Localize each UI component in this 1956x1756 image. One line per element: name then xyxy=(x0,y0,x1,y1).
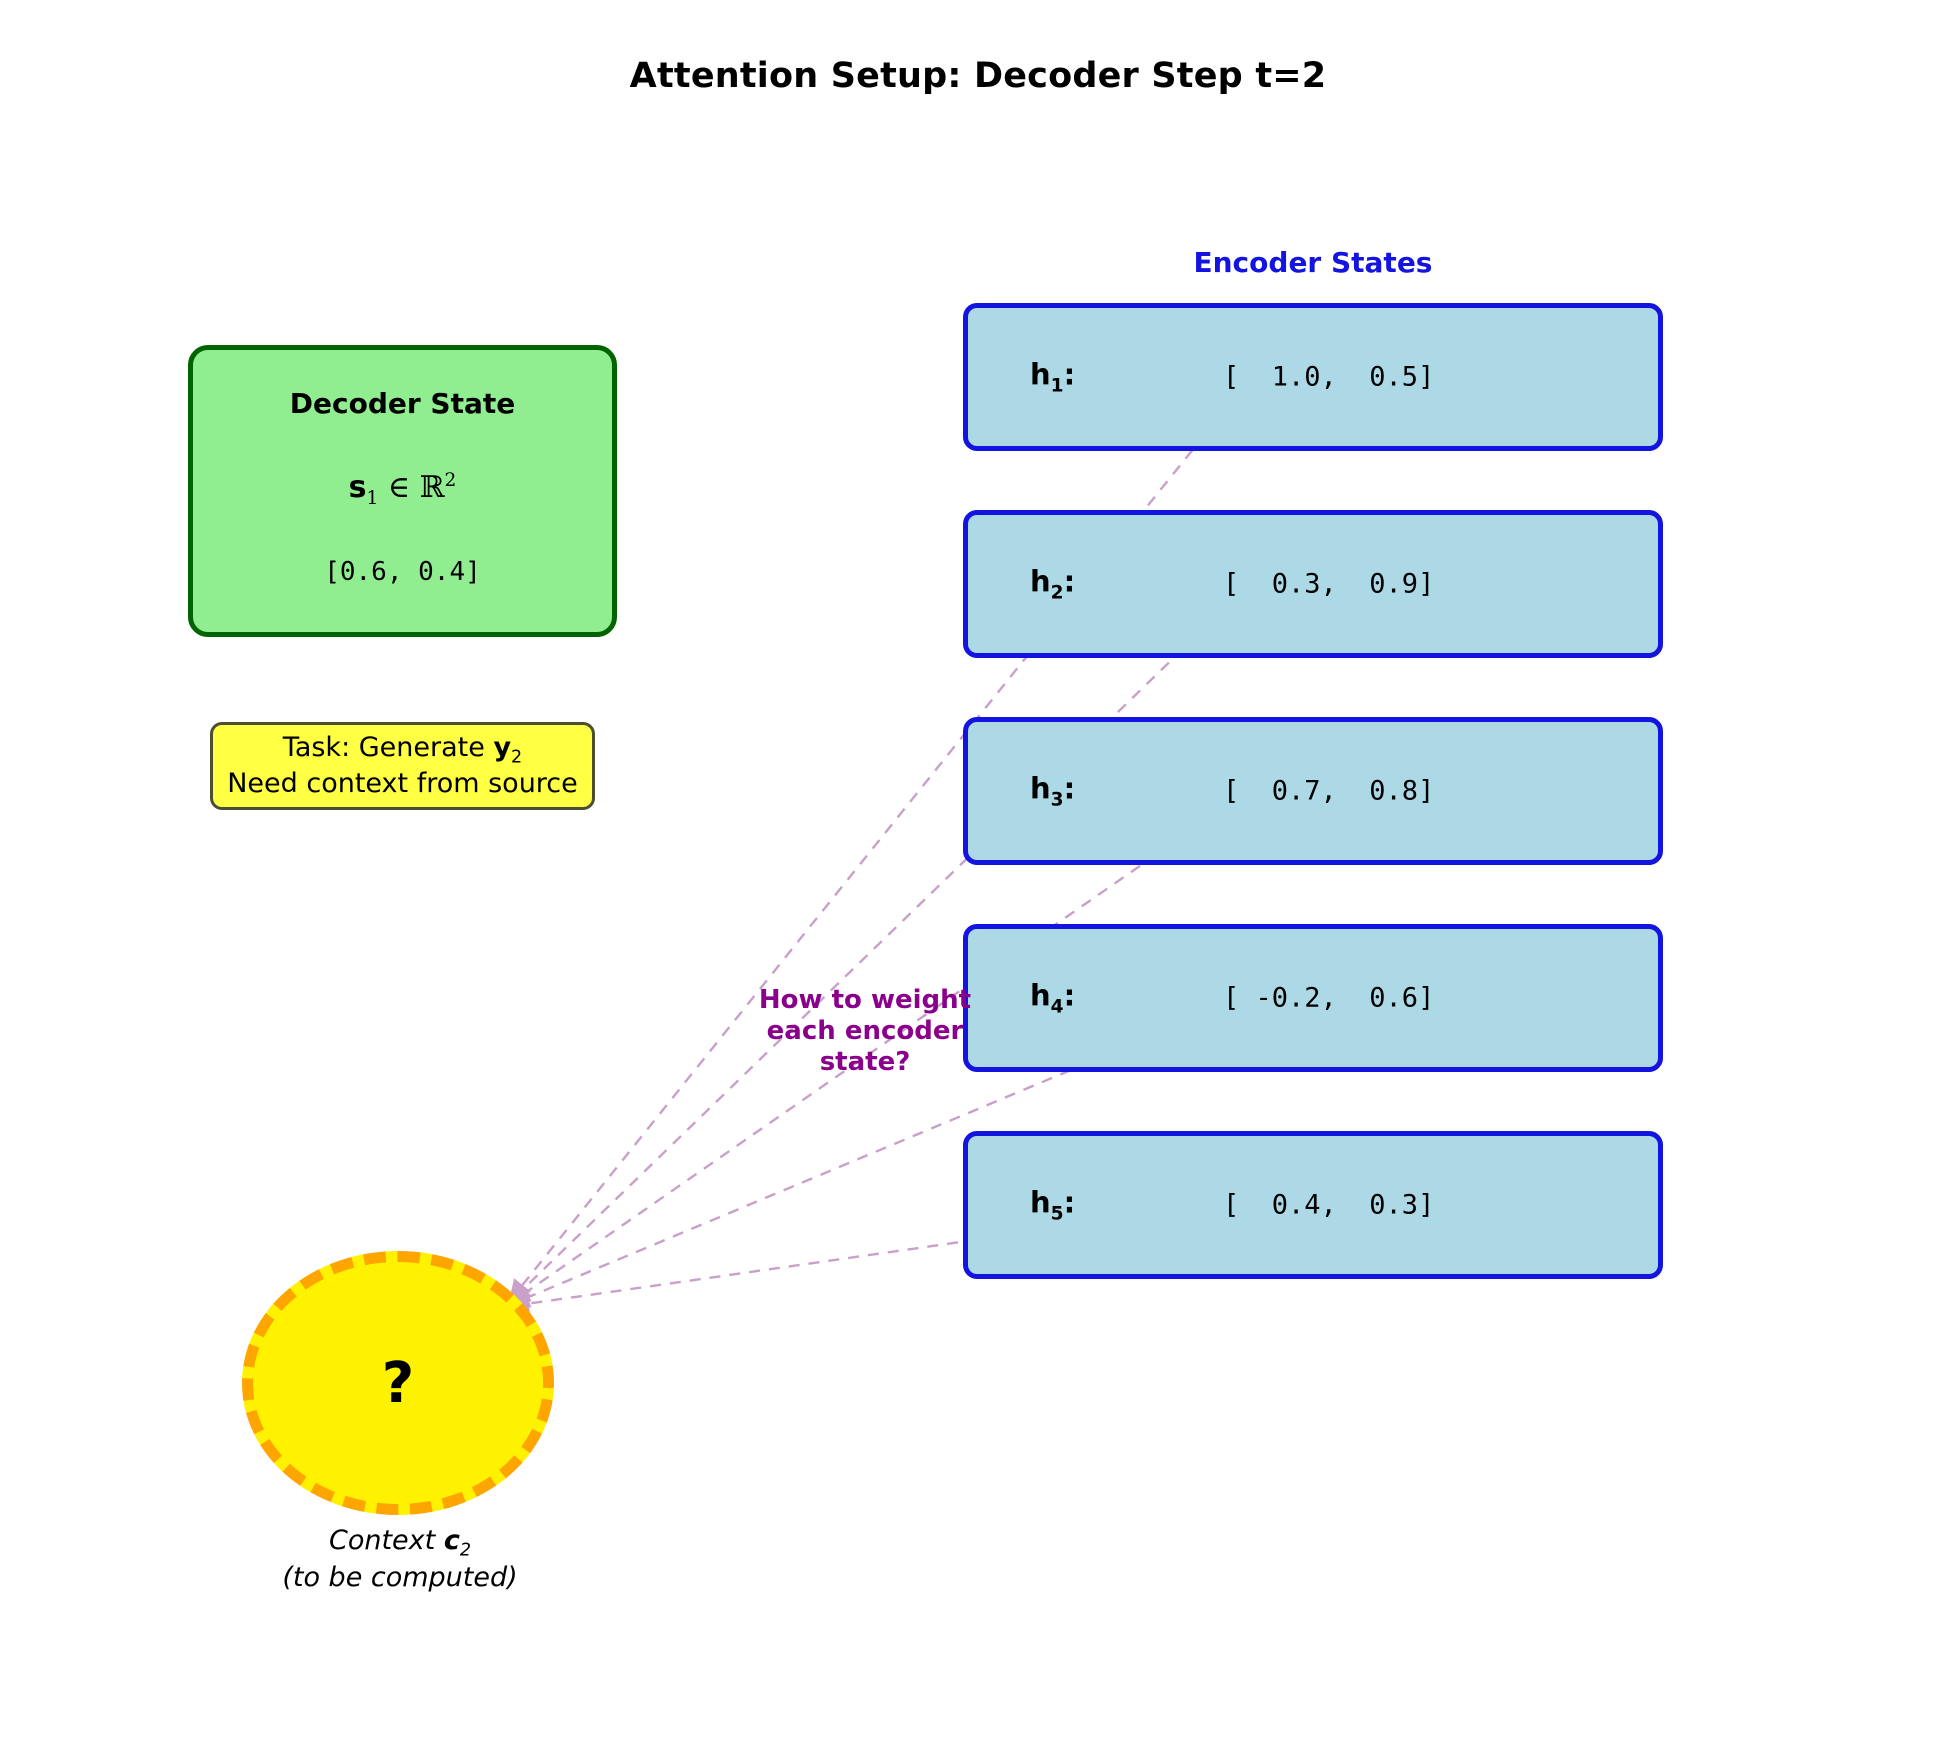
encoder-label-colon: : xyxy=(1063,978,1076,1013)
decoder-space-symbol: ℝ xyxy=(419,470,445,505)
encoder-label-sub: 1 xyxy=(1050,375,1064,397)
weighting-question-line-2: each encoder state? xyxy=(766,1016,964,1078)
encoder-state-box-h1: h1: [ 1.0, 0.5] xyxy=(963,303,1663,451)
context-caption-line-1: Context c2 xyxy=(175,1525,625,1562)
encoder-label-letter: h xyxy=(1030,1185,1051,1220)
encoder-value-h5: [ 0.4, 0.3] xyxy=(1223,1189,1435,1221)
task-note-line-1: Task: Generate y2 xyxy=(283,732,522,768)
encoder-label-h3: h3: xyxy=(1030,772,1075,811)
encoder-value-h1: [ 1.0, 0.5] xyxy=(1223,361,1435,393)
encoder-label-sub: 2 xyxy=(1050,582,1064,604)
encoder-label-sub: 4 xyxy=(1050,996,1064,1018)
task-note-prefix: Task: Generate xyxy=(282,732,494,764)
context-vector-circle: ? xyxy=(242,1251,554,1515)
context-caption: Context c2 (to be computed) xyxy=(175,1525,625,1595)
encoder-label-h4: h4: xyxy=(1030,979,1075,1018)
context-caption-line-2: (to be computed) xyxy=(282,1561,518,1593)
decoder-symbol-sub: 1 xyxy=(366,488,379,509)
encoder-label-sub: 3 xyxy=(1050,789,1064,811)
encoder-label-letter: h xyxy=(1030,357,1051,392)
task-target-symbol: y xyxy=(493,732,512,764)
encoder-state-box-h2: h2: [ 0.3, 0.9] xyxy=(963,510,1663,658)
decoder-dimension: 2 xyxy=(444,470,457,491)
encoder-value-h3: [ 0.7, 0.8] xyxy=(1223,775,1435,807)
encoder-label-h5: h5: xyxy=(1030,1186,1075,1225)
encoder-state-box-h5: h5: [ 0.4, 0.3] xyxy=(963,1131,1663,1279)
task-note-box: Task: Generate y2 Need context from sour… xyxy=(210,722,595,810)
encoder-label-h2: h2: xyxy=(1030,565,1075,604)
encoder-value-h4: [ -0.2, 0.6] xyxy=(1223,982,1435,1014)
task-target-sub: 2 xyxy=(511,747,523,768)
question-mark-glyph: ? xyxy=(381,1350,415,1416)
decoder-state-box: Decoder State s1 ∈ ℝ2 [0.6, 0.4] xyxy=(188,345,617,637)
decoder-state-heading: Decoder State xyxy=(289,387,516,420)
decoder-symbol: s xyxy=(348,470,367,505)
encoder-label-letter: h xyxy=(1030,771,1051,806)
encoder-value-h2: [ 0.3, 0.9] xyxy=(1223,568,1435,600)
weighting-question-annotation: How to weight each encoder state? xyxy=(730,985,1000,1079)
weighting-question-line-1: How to weight xyxy=(758,985,972,1015)
decoder-state-formula: s1 ∈ ℝ2 xyxy=(349,470,457,509)
encoder-state-box-h3: h3: [ 0.7, 0.8] xyxy=(963,717,1663,865)
encoder-label-colon: : xyxy=(1063,357,1076,392)
task-note-line-2: Need context from source xyxy=(227,768,578,800)
encoder-state-box-h4: h4: [ -0.2, 0.6] xyxy=(963,924,1663,1072)
page-title: Attention Setup: Decoder Step t=2 xyxy=(629,56,1327,96)
encoder-label-letter: h xyxy=(1030,564,1051,599)
decoder-state-values: [0.6, 0.4] xyxy=(324,557,481,587)
context-caption-prefix: Context xyxy=(328,1525,444,1556)
encoder-label-colon: : xyxy=(1063,771,1076,806)
encoder-label-sub: 5 xyxy=(1050,1203,1064,1225)
encoder-states-heading: Encoder States xyxy=(1193,246,1433,279)
encoder-label-letter: h xyxy=(1030,978,1051,1013)
context-symbol-sub: 2 xyxy=(459,1540,471,1561)
decoder-set-member: ∈ xyxy=(387,470,411,505)
encoder-label-colon: : xyxy=(1063,1185,1076,1220)
encoder-label-h1: h1: xyxy=(1030,358,1075,397)
encoder-label-colon: : xyxy=(1063,564,1076,599)
context-symbol: c xyxy=(443,1525,460,1556)
